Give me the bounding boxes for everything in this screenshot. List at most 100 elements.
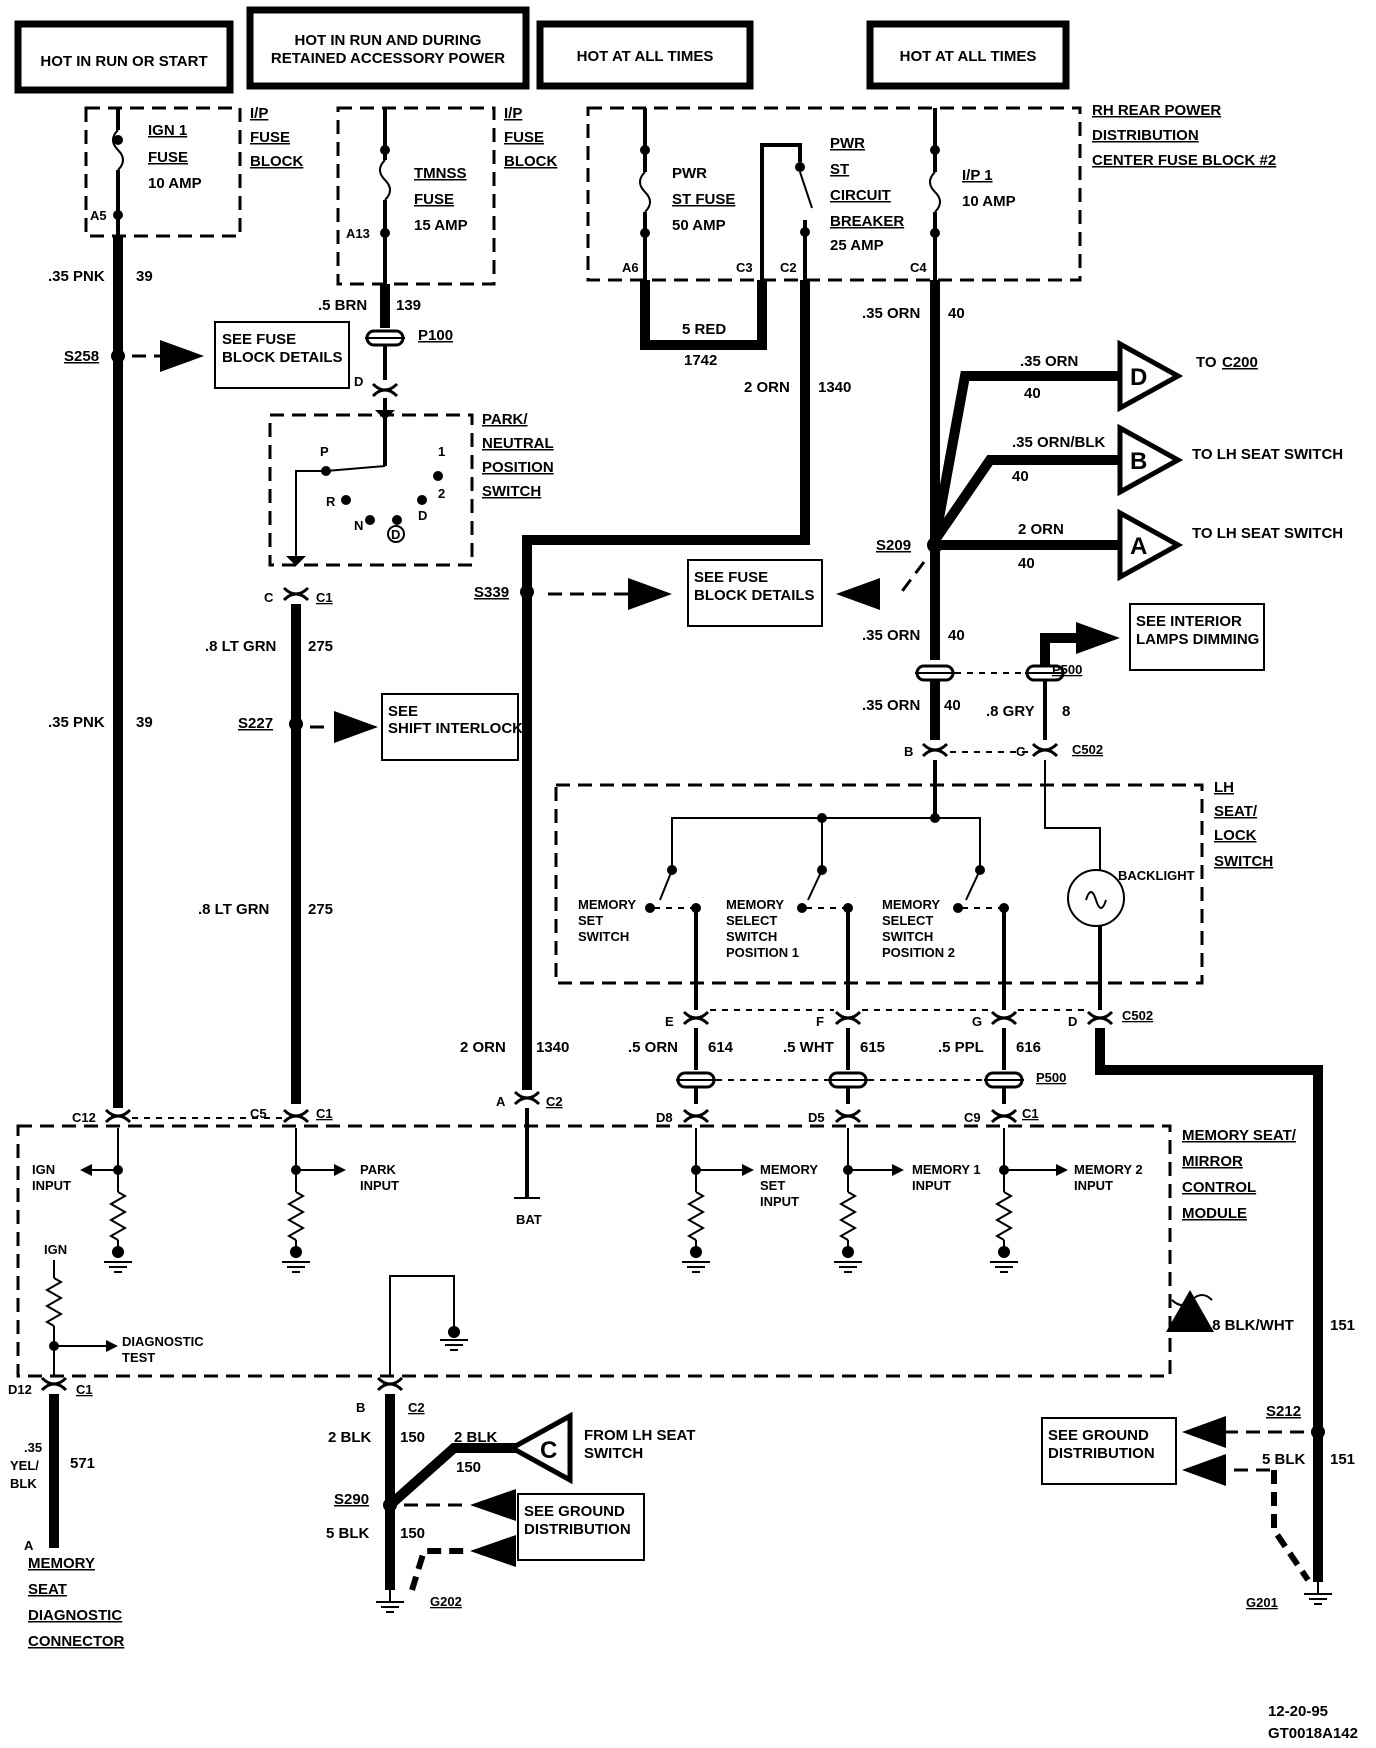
connector-c2-bat: A C2 BAT [496, 1090, 563, 1227]
see-ground-distribution-2: SEE GROUND DISTRIBUTION [517, 1493, 645, 1561]
svg-text:B: B [904, 744, 913, 759]
svg-text:614: 614 [708, 1039, 734, 1056]
svg-text:D: D [1068, 1014, 1077, 1029]
svg-text:DIAGNOSTIC: DIAGNOSTIC [28, 1607, 122, 1624]
svg-text:P500: P500 [1052, 662, 1082, 677]
svg-text:D: D [1130, 364, 1147, 391]
svg-text:HOT IN RUN AND DURING: HOT IN RUN AND DURING [295, 32, 482, 49]
svg-text:NEUTRAL: NEUTRAL [482, 435, 554, 452]
svg-text:.5 ORN: .5 ORN [628, 1039, 678, 1056]
svg-text:.35 ORN: .35 ORN [1020, 353, 1078, 370]
svg-text:25 AMP: 25 AMP [830, 237, 884, 254]
svg-text:N: N [354, 518, 363, 533]
svg-text:151: 151 [1330, 1317, 1355, 1334]
header-hot-run-rap: HOT IN RUN AND DURING RETAINED ACCESSORY… [246, 6, 530, 90]
park-neutral-position-switch: P R N D D 1 2 [268, 398, 474, 567]
svg-text:SEAT: SEAT [28, 1581, 67, 1598]
connector-p500-bottom: P500 [674, 1070, 1066, 1104]
pns-label: PARK/ NEUTRAL POSITION SWITCH [482, 411, 554, 500]
memory-seat-mirror-control-module: C12 C5 C1 D8 D5 C9 C1 IGN INPUT PARK INP [16, 1106, 1214, 1378]
svg-text:MEMORY: MEMORY [578, 897, 636, 912]
wires-memory-switch-outputs: .5 ORN 614 .5 WHT 615 .5 PPL 616 [628, 1028, 1041, 1070]
svg-text:.8 BLK/WHT: .8 BLK/WHT [1208, 1317, 1294, 1334]
svg-text:40: 40 [948, 305, 965, 322]
svg-text:C9: C9 [964, 1110, 981, 1125]
svg-text:1340: 1340 [536, 1039, 569, 1056]
lh-switch-label: LH SEAT/ LOCK SWITCH [1214, 779, 1273, 870]
svg-text:S212: S212 [1266, 1403, 1301, 1420]
rh-rear-power-distribution: PWR ST FUSE 50 AMP A6 PWR ST CIRCUIT BRE… [586, 106, 1082, 282]
svg-text:.8 LT GRN: .8 LT GRN [198, 901, 269, 918]
connector-c1-pns: C C1 [264, 556, 333, 605]
svg-text:FROM LH SEAT: FROM LH SEAT [584, 1427, 695, 1444]
svg-text:S339: S339 [474, 584, 509, 601]
svg-text:SWITCH: SWITCH [482, 483, 541, 500]
svg-text:PARK: PARK [360, 1162, 396, 1177]
connector-c502-bottom: E F G D C502 [665, 1008, 1153, 1029]
svg-text:MEMORY: MEMORY [28, 1555, 95, 1572]
wire-orn-1340: 2 ORN 1340 2 ORN 1340 [460, 280, 851, 1090]
svg-text:LAMPS DIMMING: LAMPS DIMMING [1136, 631, 1259, 648]
svg-text:BLOCK DETAILS: BLOCK DETAILS [694, 587, 815, 604]
svg-text:MEMORY 1: MEMORY 1 [912, 1162, 981, 1177]
svg-text:D: D [354, 374, 363, 389]
svg-text:SEE: SEE [388, 703, 418, 720]
wire-blk-wht-151: .8 BLK/WHT 151 [1095, 1028, 1355, 1432]
wire-blk-150: 2 BLK 150 2 BLK 150 5 BLK 150 [326, 1394, 530, 1590]
svg-text:BLOCK: BLOCK [504, 153, 557, 170]
svg-text:INPUT: INPUT [760, 1194, 799, 1209]
svg-text:SET: SET [760, 1178, 785, 1193]
svg-text:.8 GRY: .8 GRY [986, 703, 1035, 720]
splice-s227: S227 [238, 711, 378, 743]
splice-s209: S209 [836, 537, 943, 610]
svg-text:GT0018A142: GT0018A142 [1268, 1725, 1358, 1742]
splice-s212: S212 5 BLK 151 [1182, 1403, 1355, 1582]
header-hot-all-times-1: HOT AT ALL TIMES [536, 20, 754, 90]
svg-text:40: 40 [944, 697, 961, 714]
svg-text:.8 LT GRN: .8 LT GRN [205, 638, 276, 655]
svg-text:5 BLK: 5 BLK [326, 1525, 370, 1542]
svg-text:150: 150 [400, 1429, 425, 1446]
svg-text:LOCK: LOCK [1214, 827, 1257, 844]
svg-text:BREAKER: BREAKER [830, 213, 904, 230]
connector-p100: P100 D [354, 327, 453, 398]
svg-text:C3: C3 [736, 260, 753, 275]
ign1-fuse: IGN 1 FUSE 10 AMP A5 [84, 106, 242, 238]
rh-block-label: RH REAR POWER DISTRIBUTION CENTER FUSE B… [1092, 102, 1276, 169]
svg-text:FUSE: FUSE [250, 129, 290, 146]
svg-text:DIAGNOSTIC: DIAGNOSTIC [122, 1334, 204, 1349]
svg-text:S227: S227 [238, 715, 273, 732]
svg-text:A5: A5 [90, 208, 107, 223]
svg-text:B: B [1130, 448, 1147, 475]
svg-text:SEE FUSE: SEE FUSE [222, 331, 296, 348]
svg-text:MEMORY 2: MEMORY 2 [1074, 1162, 1143, 1177]
svg-text:D: D [418, 508, 427, 523]
svg-text:SELECT: SELECT [726, 913, 777, 928]
svg-text:S258: S258 [64, 348, 99, 365]
svg-text:C2: C2 [546, 1094, 563, 1109]
svg-text:MEMORY: MEMORY [726, 897, 784, 912]
svg-text:275: 275 [308, 901, 333, 918]
svg-text:C4: C4 [910, 260, 927, 275]
svg-text:IGN: IGN [44, 1242, 67, 1257]
svg-text:CONNECTOR: CONNECTOR [28, 1633, 125, 1650]
svg-text:C1: C1 [316, 1106, 333, 1121]
svg-text:SWITCH: SWITCH [882, 929, 933, 944]
svg-text:MIRROR: MIRROR [1182, 1153, 1243, 1170]
svg-text:1742: 1742 [684, 352, 717, 369]
wire-brn-139: .5 BRN 139 [318, 284, 421, 328]
svg-text:P: P [320, 444, 329, 459]
svg-text:BLOCK DETAILS: BLOCK DETAILS [222, 349, 343, 366]
ground-g202: G202 [375, 1590, 462, 1613]
svg-text:TO: TO [1196, 354, 1217, 371]
svg-text:571: 571 [70, 1455, 95, 1472]
splice-s290: S290 [334, 1489, 516, 1591]
svg-text:A: A [24, 1538, 34, 1553]
svg-text:10 AMP: 10 AMP [148, 175, 202, 192]
svg-text:2 BLK: 2 BLK [454, 1429, 498, 1446]
offpage-b: B TO LH SEAT SWITCH [1117, 423, 1343, 497]
svg-text:50 AMP: 50 AMP [672, 217, 726, 234]
svg-text:PWR: PWR [672, 165, 707, 182]
svg-text:PWR: PWR [830, 135, 865, 152]
